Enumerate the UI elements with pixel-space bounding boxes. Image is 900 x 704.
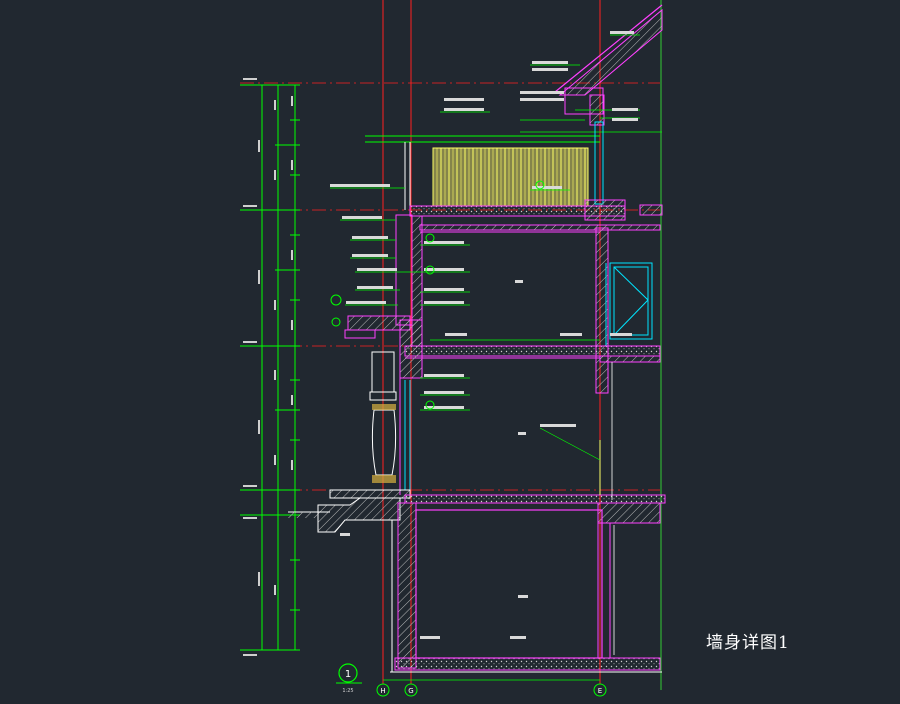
axis-label-h: H [380, 687, 385, 695]
right-edge-lines [611, 362, 615, 655]
roof-eave [520, 4, 663, 133]
middle-floor-slab [404, 339, 661, 363]
ground-floor-slab [288, 440, 666, 533]
facade-cornice-column [344, 315, 423, 495]
detail-scale: 1:25 [342, 688, 353, 694]
annotation-text-marks [330, 31, 638, 639]
drawing-title: 墙身详图1 [706, 633, 790, 653]
axis-label-e: E [598, 687, 602, 695]
upper-floor-structure [395, 199, 663, 394]
window-right [605, 262, 653, 346]
axis-bubbles: H G E [376, 679, 607, 697]
dimension-chains-left [240, 84, 300, 651]
detail-number: 1 [345, 669, 351, 680]
axis-label-g: G [408, 687, 413, 695]
basement-structure [390, 502, 662, 673]
dimension-text-marks [243, 78, 293, 656]
detail-callout: 1 1:25 [336, 663, 362, 694]
balcony-railing [365, 121, 604, 210]
section-markers [330, 180, 545, 410]
